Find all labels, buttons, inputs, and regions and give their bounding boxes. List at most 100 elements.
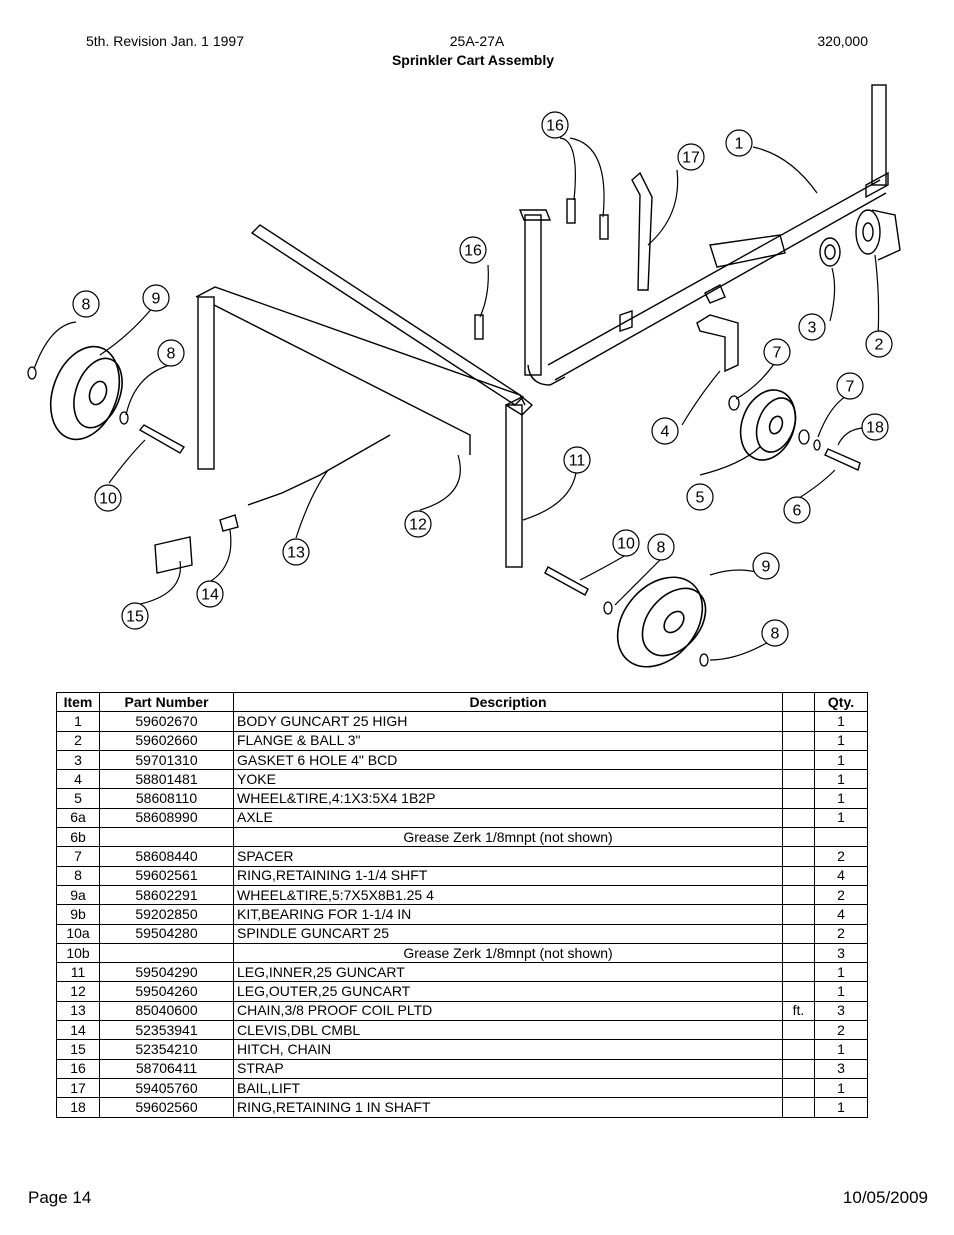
callout-14: 14 [196,580,224,608]
qty-cell: 1 [814,1039,868,1060]
unit-cell [782,884,815,906]
qty-cell: 2 [814,923,868,944]
unit-cell [782,923,815,944]
item-cell: 9b [56,904,100,925]
description-cell: LEG,INNER,25 GUNCART [233,962,783,983]
part-number-cell: 59504280 [99,923,234,944]
callout-7: 7 [763,338,791,366]
callout-10: 10 [612,529,640,557]
item-cell: 16 [56,1058,100,1079]
qty-cell: 2 [814,1020,868,1041]
part-number-cell: 52354210 [99,1039,234,1060]
qty-cell: 1 [814,807,868,829]
svg-text:8: 8 [657,540,666,557]
svg-text:10: 10 [99,491,117,508]
part-number-cell: 59602670 [99,711,234,732]
item-cell: 8 [56,865,100,886]
callout-11: 11 [563,446,591,474]
svg-text:16: 16 [546,118,564,135]
qty-cell: 1 [814,749,868,771]
item-cell: 7 [56,846,100,867]
qty-cell: 1 [814,1097,868,1118]
svg-text:17: 17 [682,150,700,167]
part-number-cell: 58608440 [99,846,234,867]
wheel-9-left [49,345,123,441]
item-cell: 17 [56,1077,100,1099]
document-number: 320,000 [817,33,868,49]
col-item-header: Item [56,691,100,713]
part-number-cell: 59504260 [99,981,234,1002]
item-cell: 4 [56,769,100,790]
description-cell: FLANGE & BALL 3" [233,730,783,751]
col-unit-header [782,691,815,713]
svg-text:9: 9 [152,291,161,308]
part-number-cell: 59504290 [99,962,234,983]
unit-cell [782,1039,815,1060]
unit-cell [782,1097,815,1118]
part-number-cell: 59602561 [99,865,234,886]
unit-cell [782,904,815,925]
svg-text:9: 9 [762,559,771,576]
callout-1: 1 [725,129,753,157]
item-cell: 2 [56,730,100,751]
unit-cell [782,1058,815,1079]
item-cell: 1 [56,711,100,732]
description-cell: AXLE [233,807,783,829]
unit-cell [782,788,815,809]
part-number-cell: 59405760 [99,1077,234,1099]
callout-12: 12 [404,510,432,538]
page-title: Sprinkler Cart Assembly [391,52,555,68]
svg-text:7: 7 [846,379,855,396]
qty-cell: 1 [814,769,868,790]
col-part-number-header: Part Number [99,691,234,713]
svg-text:11: 11 [569,453,586,470]
item-cell: 10b [56,942,100,964]
description-cell: RING,RETAINING 1 IN SHAFT [233,1097,783,1118]
col-description-header: Description [233,691,783,713]
svg-text:14: 14 [201,587,219,604]
callout-8: 8 [157,339,185,367]
svg-text:10: 10 [617,536,635,553]
unit-cell [782,711,815,732]
item-cell: 6a [56,807,100,829]
description-cell: BODY GUNCART 25 HIGH [233,711,783,732]
unit-cell [782,981,815,1002]
callout-5: 5 [686,483,714,511]
svg-text:4: 4 [661,424,670,441]
unit-cell [782,942,815,964]
page-number: Page 14 [28,1188,92,1207]
unit-cell [782,1077,815,1099]
callout-3: 3 [798,313,826,341]
part-number-cell: 58602291 [99,884,234,906]
part-number-cell: 85040600 [99,1000,234,1022]
part-number-cell: 59602560 [99,1097,234,1118]
unit-cell [782,846,815,867]
item-cell: 15 [56,1039,100,1060]
item-cell: 5 [56,788,100,809]
qty-cell: 3 [814,1000,868,1022]
svg-text:6: 6 [793,503,802,520]
part-number-cell: 58608990 [99,807,234,829]
qty-cell: 1 [814,1077,868,1099]
callout-9: 9 [142,284,170,312]
svg-text:3: 3 [808,320,817,337]
qty-cell: 1 [814,962,868,983]
callout-6: 6 [783,496,811,524]
description-cell: Grease Zerk 1/8mnpt (not shown) [233,827,783,848]
callout-8: 8 [647,533,675,561]
part-number-cell: 59202850 [99,904,234,925]
item-cell: 12 [56,981,100,1002]
part-number-cell [99,827,234,848]
table-header-row: Item Part Number Description Qty. [56,691,868,713]
